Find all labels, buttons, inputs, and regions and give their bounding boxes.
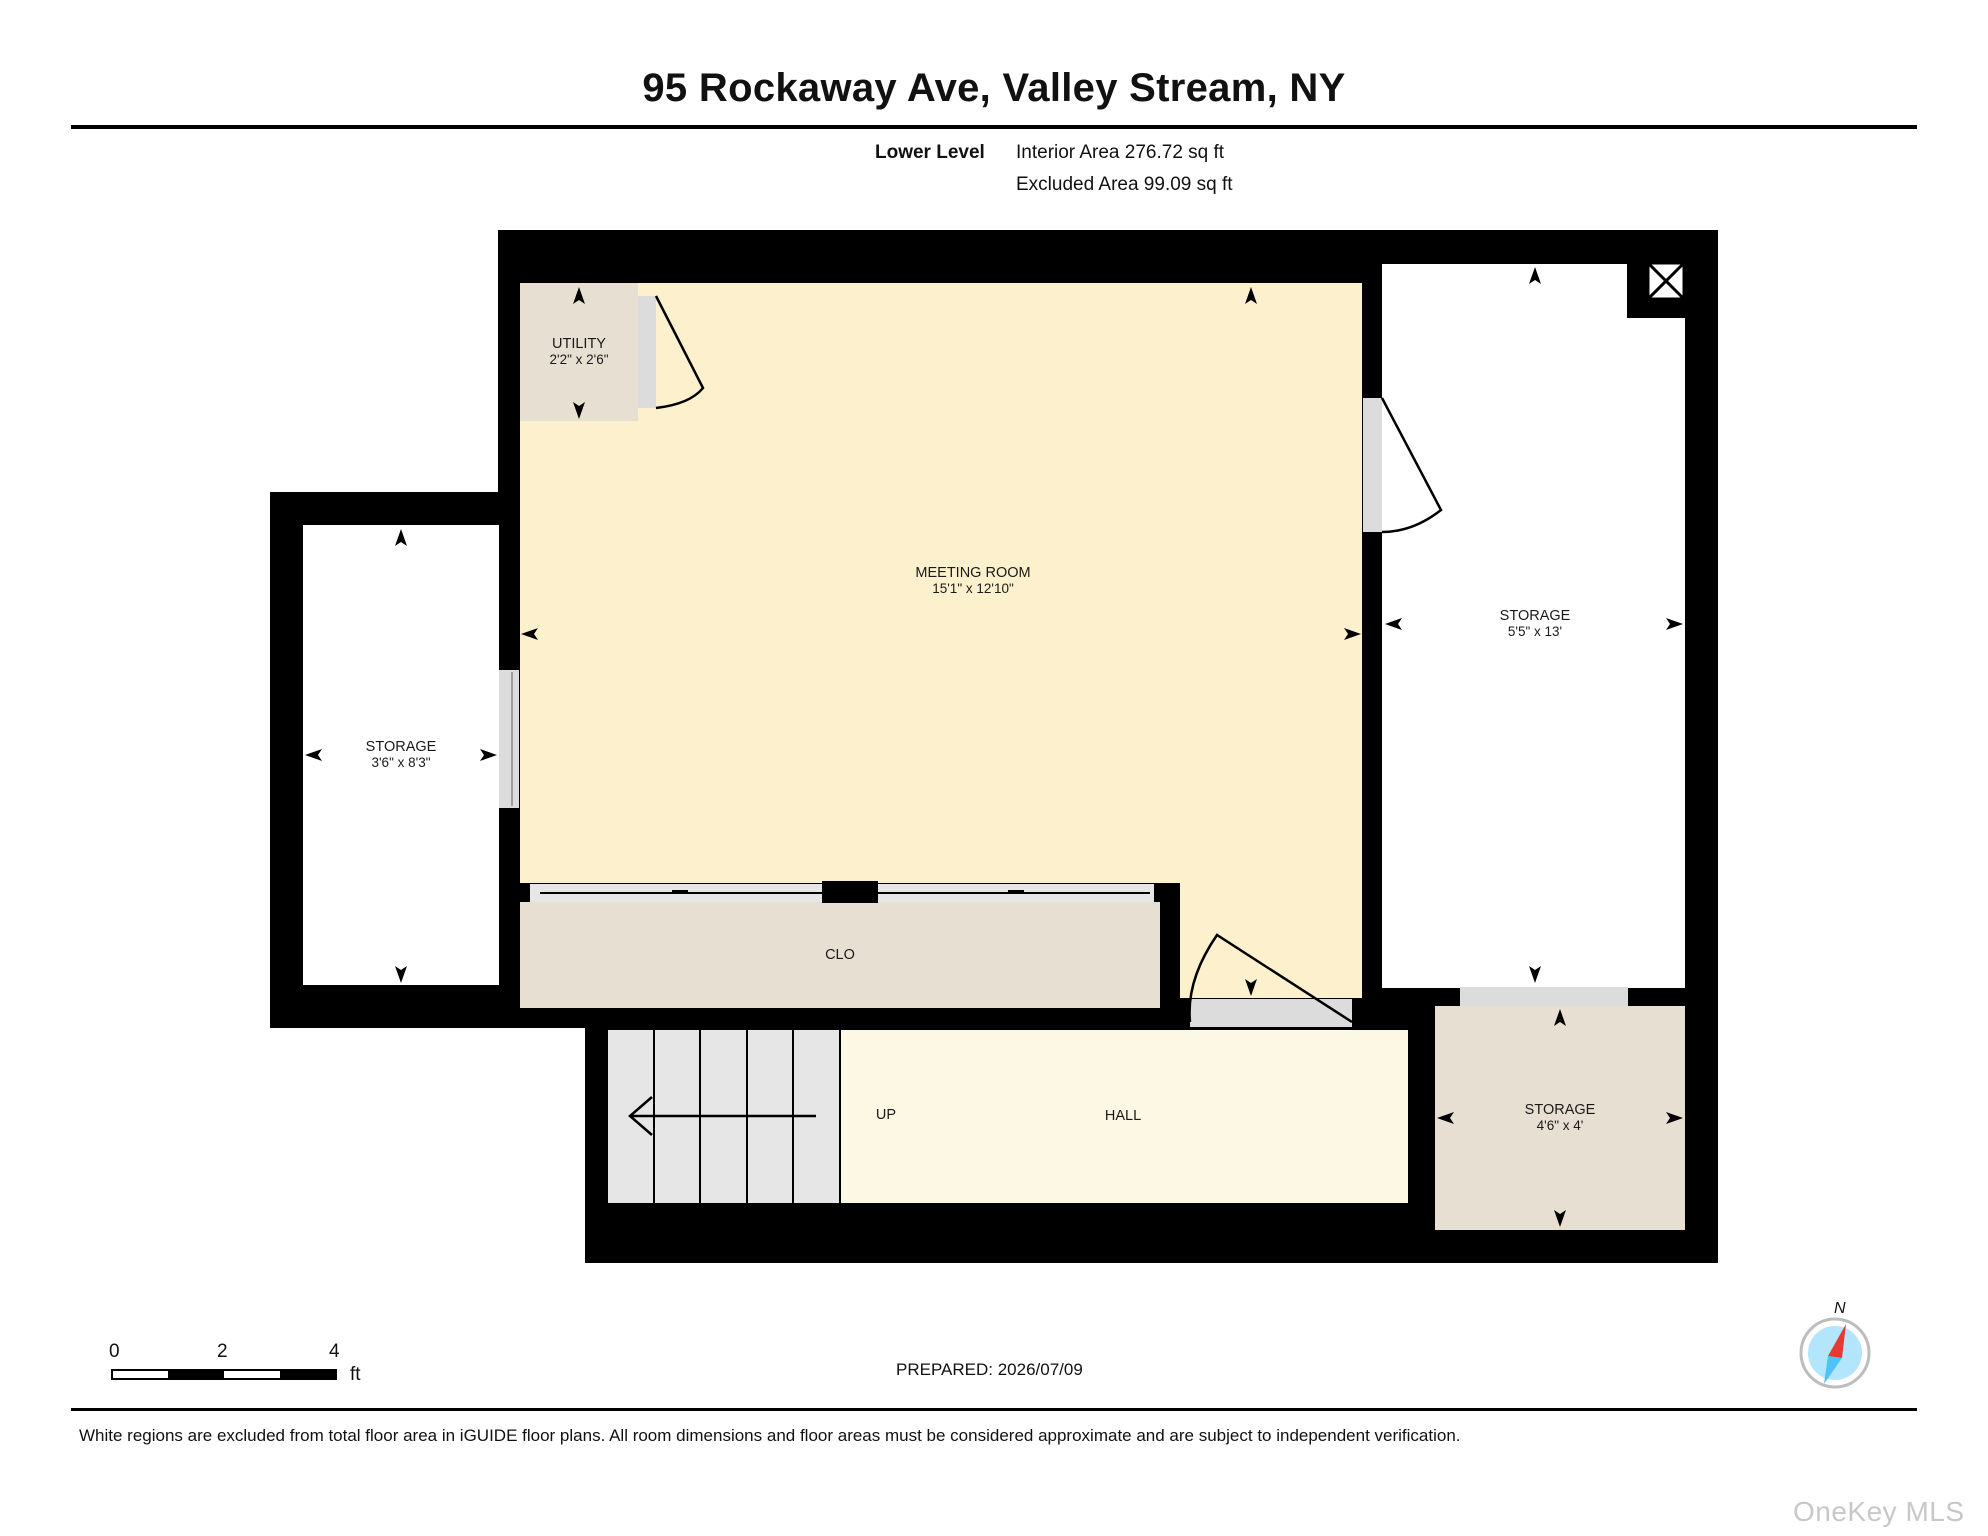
meeting-room-floor (520, 283, 1362, 883)
compass-north-label: N (1834, 1300, 1846, 1317)
utility-door-opening (638, 296, 656, 408)
compass-south-needle (1824, 1356, 1842, 1384)
closet-door-divider (822, 881, 878, 903)
excluded-area: Excluded Area 99.09 sq ft (1016, 174, 1233, 195)
room-label-closet: CLO (825, 947, 855, 963)
closet-floor (520, 902, 1160, 1008)
scale-bar-segment (280, 1370, 336, 1379)
room-label-hall: HALL (1104, 1108, 1142, 1124)
closet-slider-handle-2 (1008, 890, 1024, 894)
scale-tick-2: 2 (217, 1341, 228, 1362)
room-label-storage-left: STORAGE 3'6" x 8'3" (365, 739, 437, 770)
storage-right-door-swing (1380, 397, 1443, 534)
room-label-stairs-up: UP (875, 1107, 897, 1123)
compass-north-needle (1828, 1324, 1846, 1358)
storage-small-floor (1435, 1006, 1685, 1230)
shaft-cross-2 (1646, 261, 1686, 301)
scale-unit: ft (350, 1364, 361, 1385)
watermark: OneKey MLS (1793, 1496, 1965, 1527)
storage-left-door-opening (499, 670, 519, 808)
prepared-date: PREPARED: 2026/07/09 (896, 1360, 1083, 1379)
hall-door-swing (1188, 933, 1353, 1024)
utility-floor (520, 283, 638, 421)
storage-small-door-opening (1460, 987, 1628, 1006)
footer-divider (71, 1408, 1917, 1411)
room-label-storage-small: STORAGE 4'6" x 4' (1524, 1102, 1596, 1133)
hall-door-opening (1190, 999, 1352, 1027)
scale-bar-segment (168, 1370, 224, 1379)
room-label-storage-right: STORAGE 5'5" x 13' (1499, 608, 1571, 639)
level-name: Lower Level (875, 142, 985, 163)
interior-area: Interior Area 276.72 sq ft (1016, 142, 1225, 163)
title-divider (71, 125, 1917, 129)
stair-direction-arrowhead (628, 1096, 653, 1136)
meeting-room-floor-lower (1180, 883, 1362, 998)
property-address-title: 95 Rockaway Ave, Valley Stream, NY (642, 66, 1346, 110)
room-label-utility: UTILITY 2'2" x 2'6" (549, 336, 609, 367)
room-label-meeting-room: MEETING ROOM 15'1" x 12'10" (915, 565, 1031, 596)
hall-floor (840, 1030, 1408, 1203)
scale-tick-4: 4 (329, 1341, 340, 1362)
disclaimer-text: White regions are excluded from total fl… (79, 1426, 1461, 1445)
closet-slider-handle-1 (672, 890, 688, 894)
storage-right-door-opening (1363, 398, 1382, 532)
scale-tick-0: 0 (109, 1341, 120, 1362)
storage-right-floor (1382, 264, 1685, 988)
utility-door-swing (654, 295, 705, 410)
storage-left-floor (303, 525, 499, 985)
